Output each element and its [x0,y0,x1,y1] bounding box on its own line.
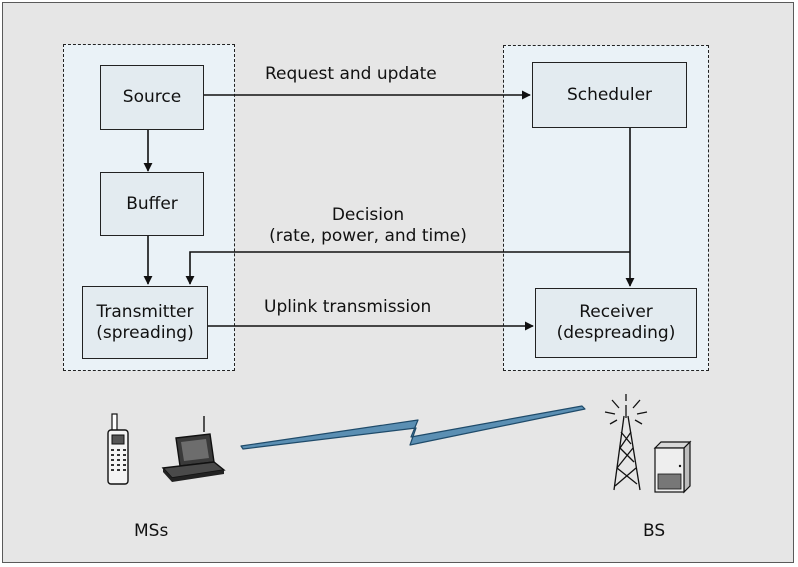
source-label: Source [122,87,182,107]
transmitter-label-line1: Transmitter [96,301,194,322]
transmitter-label-line2: (spreading) [96,322,194,343]
antenna-tower-icon [604,394,648,491]
request-update-label: Request and update [265,64,437,84]
scheduler-block: Scheduler [532,62,687,128]
receiver-block: Receiver (despreading) [535,288,697,358]
ms-label: MSs [134,521,169,541]
radio-link-icon [240,405,586,450]
arrow-decision [185,251,630,285]
buffer-block: Buffer [100,172,204,236]
transmitter-block: Transmitter (spreading) [82,286,208,359]
uplink-transmission-label: Uplink transmission [264,297,432,317]
decision-label-line2: (rate, power, and time) [269,226,467,246]
mobile-phone-icon [107,413,129,485]
source-block: Source [100,65,204,130]
receiver-label-line1: Receiver [579,302,653,322]
scheduler-label: Scheduler [566,84,653,105]
bs-label: BS [643,521,666,541]
buffer-label: Buffer [126,193,178,214]
base-station-cabinet-icon [653,440,692,494]
receiver-label-line2: (despreading) [556,323,676,343]
laptop-icon [161,416,226,482]
decision-label-line1: Decision [331,205,405,225]
